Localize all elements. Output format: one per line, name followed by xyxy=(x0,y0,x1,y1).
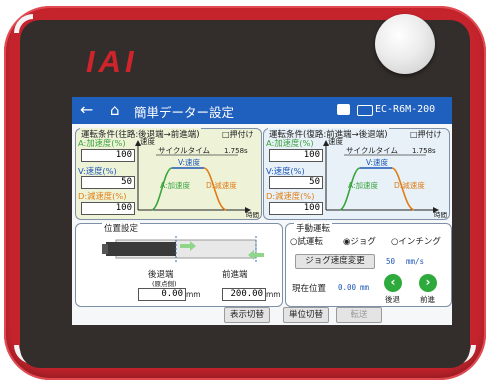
outbound-condition-panel: 運転条件(往路:後退端→前進端) □押付け A:加速度(%) 100 V:速度(… xyxy=(75,128,262,220)
back-end-unit: mm xyxy=(186,290,201,299)
push-checkbox[interactable]: □押付け xyxy=(410,130,442,139)
back-arrow-icon[interactable]: ← xyxy=(80,100,94,119)
velocity-curve-label: V:速度 xyxy=(366,157,389,167)
return-condition-panel: 運転条件(復路:前進端→後退端) □押付け A:加速度(%) 100 V:速度(… xyxy=(263,128,450,220)
jog-forward-label: 前進 xyxy=(420,295,435,304)
mode-jog-radio[interactable]: ◉ジョグ xyxy=(343,237,376,247)
current-position-unit: mm xyxy=(360,283,370,292)
speed-axis-label: 速度 xyxy=(140,138,155,146)
jog-speed-value: 50 xyxy=(386,257,396,266)
manual-operation-panel: 手動運転 ○試運転 ◉ジョグ ○インチング ジョグ速度変更 50 mm/s 現在… xyxy=(285,222,452,307)
jog-forward-button[interactable]: › xyxy=(419,274,437,292)
front-end-label: 前進端 xyxy=(222,270,248,280)
speed-axis-label: 速度 xyxy=(328,138,343,146)
accel-label: A:加速度(%) xyxy=(78,138,126,148)
decel-input[interactable]: 100 xyxy=(269,202,323,215)
front-end-unit: mm xyxy=(266,290,281,299)
current-position-label: 現在位置 xyxy=(292,284,327,294)
accel-input[interactable]: 100 xyxy=(269,149,323,162)
front-end-input[interactable]: 200.00 xyxy=(222,288,266,301)
time-axis-label: 時間 xyxy=(434,211,447,218)
accel-curve-label: A:加速度 xyxy=(160,180,191,190)
mode-trial-radio[interactable]: ○試運転 xyxy=(290,237,323,247)
home-icon[interactable]: ⌂ xyxy=(110,101,120,119)
cycle-time-label: サイクルタイム xyxy=(158,146,210,155)
panel-title: 運転条件(往路:後退端→前進端) xyxy=(80,128,201,140)
speed-profile-graph: 速度 サイクルタイム 1.758s V:速度 A:加速度 D:減速度 時間 xyxy=(135,138,259,218)
velocity-input[interactable]: 50 xyxy=(269,176,323,189)
panel-title: 位置設定 xyxy=(102,222,141,234)
emergency-stop-button[interactable] xyxy=(375,14,435,74)
model-name: EC-R6M-200 xyxy=(375,104,436,115)
decel-label: D:減速度(%) xyxy=(266,191,315,201)
screen: ← ⌂ 簡単データー設定 EC-R6M-200 運転条件(往路:後退端→前進端)… xyxy=(72,97,452,325)
jog-speed-unit: mm/s xyxy=(406,257,425,266)
accel-label: A:加速度(%) xyxy=(266,138,314,148)
decel-label: D:減速度(%) xyxy=(78,191,127,201)
unit-switch-button[interactable]: 単位切替 xyxy=(283,307,329,323)
jog-back-label: 後退 xyxy=(385,295,400,304)
time-axis-label: 時間 xyxy=(246,211,259,218)
back-end-label: 後退端 xyxy=(148,270,174,280)
actuator-diagram xyxy=(102,236,264,264)
accel-curve-label: A:加速度 xyxy=(348,180,379,190)
origin-note: (原点側) xyxy=(152,280,177,288)
velocity-input[interactable]: 50 xyxy=(81,176,135,189)
mode-inching-radio[interactable]: ○インチング xyxy=(391,237,441,247)
current-position-value: 0.00 xyxy=(338,283,357,292)
velocity-label: V:速度(%) xyxy=(78,166,117,176)
velocity-curve-label: V:速度 xyxy=(178,157,201,167)
title-bar: ← ⌂ 簡単データー設定 EC-R6M-200 xyxy=(72,97,452,124)
display-switch-button[interactable]: 表示切替 xyxy=(224,307,270,323)
panel-title: 運転条件(復路:前進端→後退端) xyxy=(268,128,389,140)
position-settings-panel: 位置設定 後退端 (原点側) 前進端 0.00 mm 200.00 mm xyxy=(75,222,283,307)
push-checkbox[interactable]: □押付け xyxy=(222,130,254,139)
velocity-label: V:速度(%) xyxy=(266,166,305,176)
transfer-button[interactable]: 転送 xyxy=(336,307,382,323)
jog-back-button[interactable]: ‹ xyxy=(384,274,402,292)
panel-title: 手動運転 xyxy=(294,222,333,234)
decel-input[interactable]: 100 xyxy=(81,202,135,215)
decel-curve-label: D:減速度 xyxy=(394,180,425,190)
battery-icon xyxy=(357,105,373,116)
cycle-time-value: 1.758s xyxy=(412,147,436,155)
speed-profile-graph: 速度 サイクルタイム 1.758s V:速度 A:加速度 D:減速度 時間 xyxy=(323,138,447,218)
cycle-time-value: 1.758s xyxy=(224,147,248,155)
page-title: 簡単データー設定 xyxy=(134,105,235,120)
brand-logo: IAI xyxy=(86,44,138,79)
cycle-time-label: サイクルタイム xyxy=(346,146,398,155)
chart-icon[interactable] xyxy=(337,104,350,115)
jog-speed-change-button[interactable]: ジョグ速度変更 xyxy=(295,254,375,269)
back-end-input[interactable]: 0.00 xyxy=(138,288,186,301)
decel-curve-label: D:減速度 xyxy=(206,180,237,190)
accel-input[interactable]: 100 xyxy=(81,149,135,162)
